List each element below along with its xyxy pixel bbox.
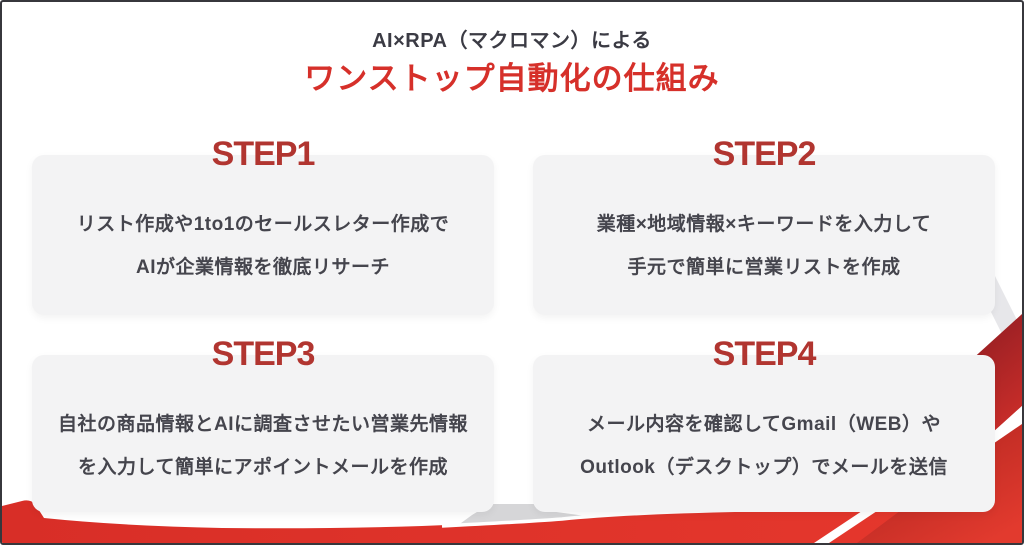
step2-line2: 手元で簡単に営業リストを作成 [627,257,901,278]
step3-label: STEP3 [211,335,316,373]
step4-card: STEP4 メール内容を確認してGmail（WEB）や Outlook（デスクト… [533,335,995,512]
step3-card: STEP3 自社の商品情報とAIに調査させたい営業先情報 を入力して簡単にアポイ… [32,335,494,512]
step4-line2: Outlook（デスクトップ）でメールを送信 [580,457,948,478]
white-slash [814,509,880,543]
header: AI×RPA（マクロマン）による ワンストップ自動化の仕組み [2,28,1022,100]
step2-line1: 業種×地域情報×キーワードを入力して [596,214,932,235]
step4-line1: メール内容を確認してGmail（WEB）や [586,414,942,435]
header-subtitle: AI×RPA（マクロマン）による [372,30,652,52]
step3-line2: を入力して簡単にアポイントメールを作成 [78,457,448,478]
step3-line1: 自社の商品情報とAIに調査させたい営業先情報 [57,414,468,435]
step1-line1: リスト作成や1to1のセールスレター作成で [76,214,450,235]
step2-label: STEP2 [712,135,817,173]
step1-card: STEP1 リスト作成や1to1のセールスレター作成で AIが企業情報を徹底リサ… [32,135,494,315]
step4-label: STEP4 [712,335,817,373]
step2-card: STEP2 業種×地域情報×キーワードを入力して 手元で簡単に営業リストを作成 [533,135,995,315]
page-title: ワンストップ自動化の仕組み [304,61,720,96]
step1-line2: AIが企業情報を徹底リサーチ [135,257,390,278]
step1-label: STEP1 [211,135,316,173]
